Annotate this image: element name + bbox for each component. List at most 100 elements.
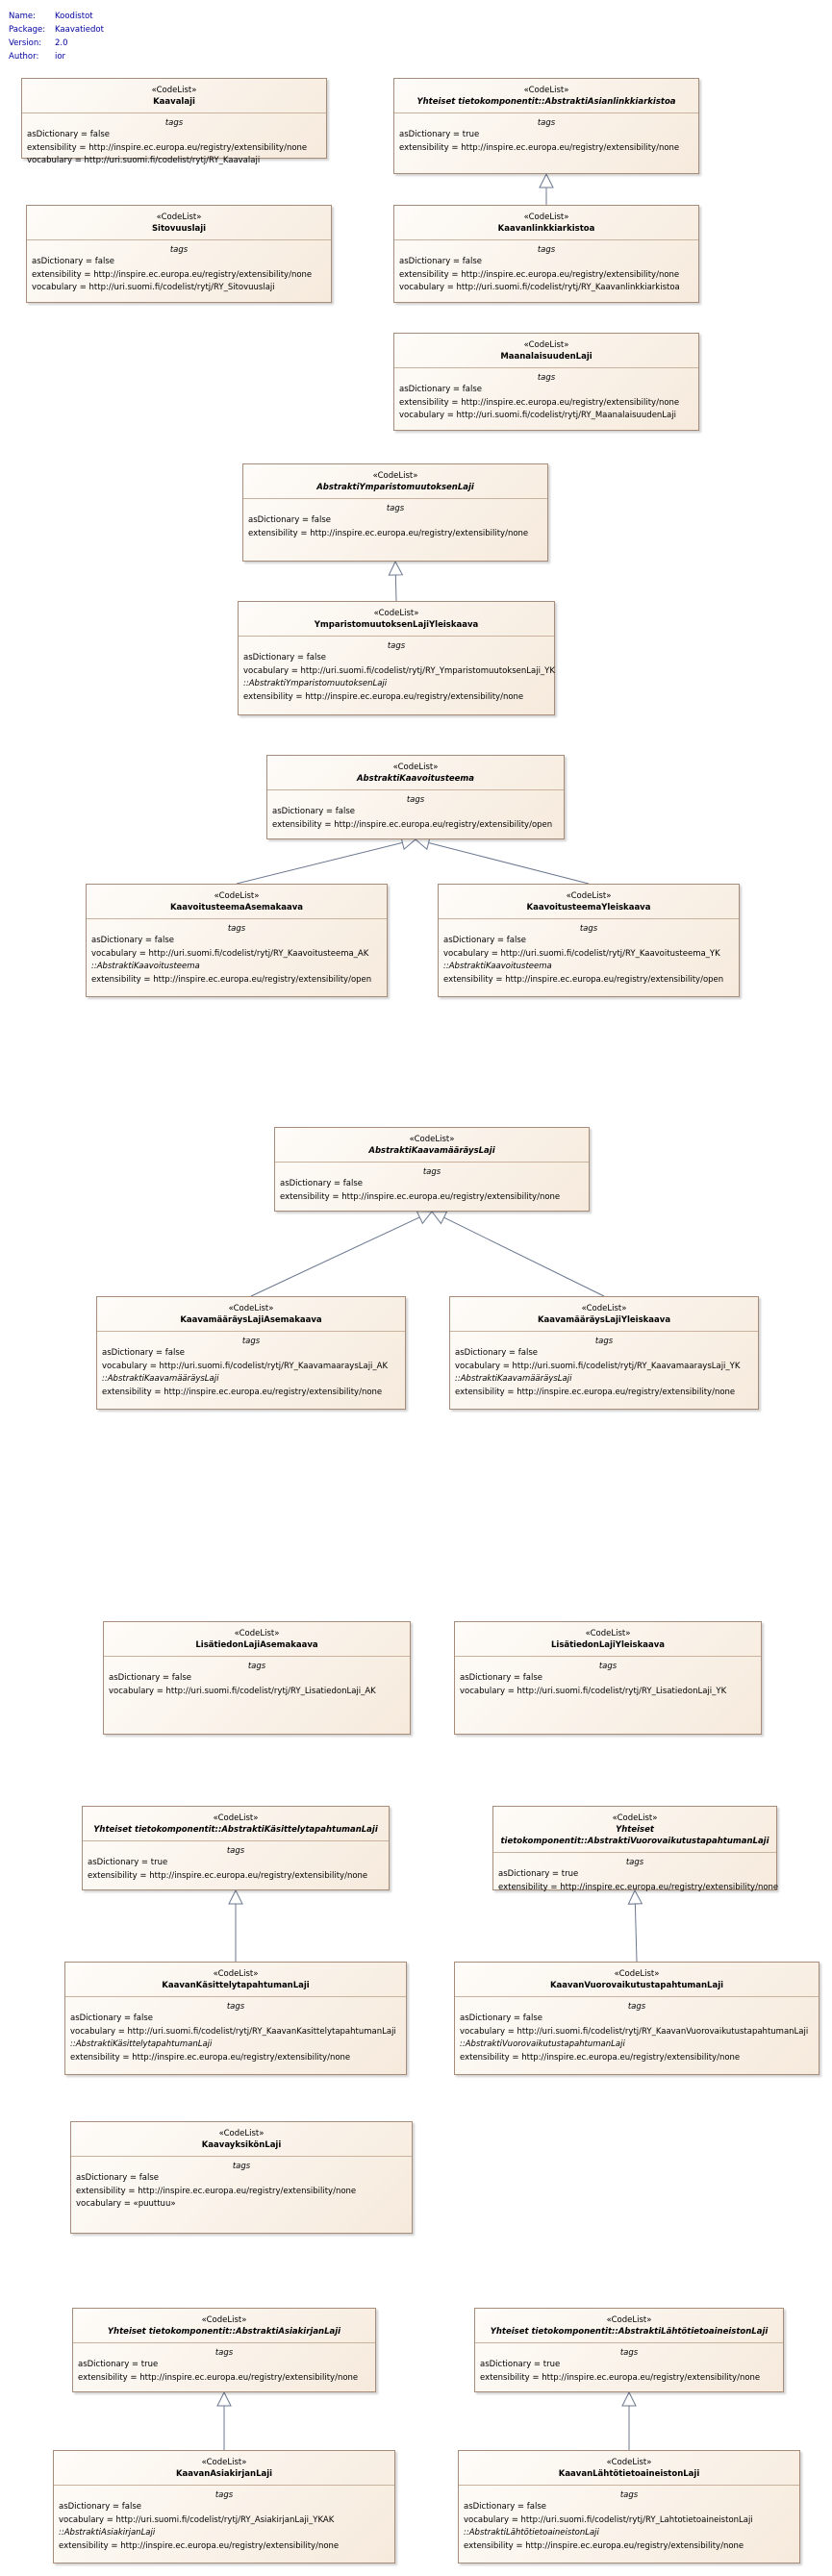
tagged-value: extensibility = http://inspire.ec.europa…	[32, 269, 313, 280]
class-box-abs-ymp[interactable]: «CodeList»AbstraktiYmparistomuutoksenLaj…	[242, 463, 548, 562]
tags-compartment-label: tags	[387, 641, 406, 651]
class-header: «CodeList» KaavanAsiakirjanLaji	[54, 2451, 394, 2480]
tagged-value: extensibility = http://inspire.ec.europa…	[399, 397, 680, 408]
class-name: KaavoitusteemaYleiskaava	[526, 903, 651, 913]
tagged-value: extensibility = http://inspire.ec.europa…	[88, 1870, 368, 1881]
tagged-value: asDictionary = false	[76, 2173, 159, 2183]
tagged-value: extensibility = http://inspire.ec.europa…	[78, 2372, 359, 2383]
tagged-value: extensibility = http://inspire.ec.europa…	[70, 2052, 351, 2063]
class-header: «CodeList»Yhteiset tietokomponentit::Abs…	[493, 1807, 776, 1847]
tagged-value: ::AbstraktiKaavamääräysLaji	[102, 1374, 219, 1384]
stereotype-label: «CodeList»	[201, 2458, 247, 2467]
compartment-divider	[97, 1331, 405, 1332]
tags-compartment-label: tags	[537, 118, 556, 128]
stereotype-label: «CodeList»	[581, 1304, 627, 1313]
tagged-value: asDictionary = false	[280, 1179, 363, 1188]
class-header: «CodeList»KaavamääräysLajiAsemakaava	[97, 1297, 405, 1326]
compartment-divider	[239, 636, 554, 637]
compartment-divider	[87, 918, 387, 919]
tagged-value: vocabulary = http://uri.suomi.fi/codelis…	[91, 948, 369, 959]
class-header: «CodeList»KaavanKäsittelytapahtumanLaji	[65, 1963, 406, 1991]
class-header: «CodeList»LisätiedonLajiAsemakaava	[104, 1622, 410, 1651]
compartment-divider	[54, 2485, 394, 2486]
class-box-abs-kasittely[interactable]: «CodeList»Yhteiset tietokomponentit::Abs…	[82, 1806, 390, 1890]
tagged-value: extensibility = http://inspire.ec.europa…	[280, 1191, 561, 1202]
tagged-value: asDictionary = false	[399, 257, 482, 266]
metadata-key: Package:	[9, 25, 46, 35]
tags-compartment-label: tags	[226, 1846, 245, 1856]
class-header: «CodeList»Sitovuuslaji	[27, 206, 331, 235]
tags-compartment-label: tags	[406, 795, 425, 805]
compartment-divider	[65, 1996, 406, 1997]
tagged-value: vocabulary = http://uri.suomi.fi/codelis…	[399, 411, 676, 420]
class-name: KaavanAsiakirjanLaji	[175, 2469, 273, 2479]
class-header: «CodeList»Kaavalaji	[22, 79, 326, 108]
generalization-line	[394, 574, 397, 602]
tagged-value: vocabulary = http://uri.suomi.fi/codelis…	[32, 283, 275, 292]
compartment-divider	[73, 2342, 375, 2343]
class-name: LisätiedonLajiAsemakaava	[195, 1640, 318, 1650]
compartment-divider	[439, 918, 739, 919]
class-box-abs-asiakirja[interactable]: «CodeList»Yhteiset tietokomponentit::Abs…	[72, 2308, 376, 2392]
tagged-value: ::AbstraktiAsiakirjanLaji	[59, 2528, 156, 2538]
tagged-value: asDictionary = false	[91, 936, 174, 945]
generalization-arrow	[621, 2390, 637, 2450]
stereotype-label: «CodeList»	[606, 2315, 652, 2325]
tagged-value: asDictionary = false	[399, 385, 482, 394]
compartment-divider	[243, 498, 547, 499]
tagged-value: asDictionary = false	[248, 515, 331, 525]
class-header: «CodeList»LisätiedonLajiYleiskaava	[455, 1622, 761, 1651]
class-box-abs-vuoro[interactable]: «CodeList»Yhteiset tietokomponentit::Abs…	[492, 1806, 778, 1892]
metadata-row: Name:Koodistot	[9, 10, 104, 23]
tagged-value: ::AbstraktiKäsittelytapahtumanLaji	[70, 2039, 213, 2049]
tagged-value: extensibility = http://inspire.ec.europa…	[59, 2540, 340, 2551]
class-header: «CodeList»AbstraktiYmparistomuutoksenLaj…	[243, 464, 547, 493]
tagged-value: vocabulary = http://uri.suomi.fi/codelis…	[460, 1686, 727, 1696]
metadata-row: Package:Kaavatiedot	[9, 23, 104, 37]
tagged-value: asDictionary = false	[27, 130, 110, 139]
tagged-value: extensibility = http://inspire.ec.europa…	[480, 2372, 761, 2383]
class-header: «CodeList»KaavayksikönLaji	[71, 2122, 412, 2151]
class-box-ymp-yleis[interactable]: «CodeList»YmparistomuutoksenLajiYleiskaa…	[238, 601, 555, 715]
class-box-abs-linkki[interactable]: «CodeList»Yhteiset tietokomponentit::Abs…	[393, 78, 699, 174]
tagged-value: asDictionary = true	[498, 1869, 579, 1879]
tagged-value: asDictionary = false	[59, 2502, 141, 2512]
compartment-divider	[450, 1331, 758, 1332]
class-name: AbstraktiYmparistomuutoksenLaji	[316, 483, 474, 492]
class-box-abs-lahto[interactable]: «CodeList»Yhteiset tietokomponentit::Abs…	[474, 2308, 784, 2392]
generalization-line	[250, 1216, 420, 1297]
compartment-divider	[104, 1656, 410, 1657]
class-header: «CodeList»KaavoitusteemaYleiskaava	[439, 885, 739, 913]
compartment-divider	[455, 1656, 761, 1657]
class-name: AbstraktiKaavoitusteema	[356, 774, 475, 784]
metadata-value: Koodistot	[55, 12, 93, 21]
tagged-value: asDictionary = true	[88, 1858, 168, 1867]
stereotype-label: «CodeList»	[612, 1813, 658, 1823]
inheritance-triangle-icon	[228, 1888, 243, 1905]
generalization-arrow	[414, 836, 590, 885]
stereotype-label: «CodeList»	[201, 2315, 247, 2325]
compartment-divider	[394, 367, 698, 368]
tagged-value: extensibility = http://inspire.ec.europa…	[464, 2540, 744, 2551]
class-name: LisätiedonLajiYleiskaava	[550, 1640, 666, 1650]
stereotype-label: «CodeList»	[228, 1304, 274, 1313]
class-name: KaavanKäsittelytapahtumanLaji	[162, 1981, 310, 1990]
class-box-vuoro[interactable]: «CodeList»KaavanVuorovaikutustapahtumanL…	[454, 1962, 819, 2075]
tagged-value: vocabulary = http://uri.suomi.fi/codelis…	[399, 283, 680, 292]
